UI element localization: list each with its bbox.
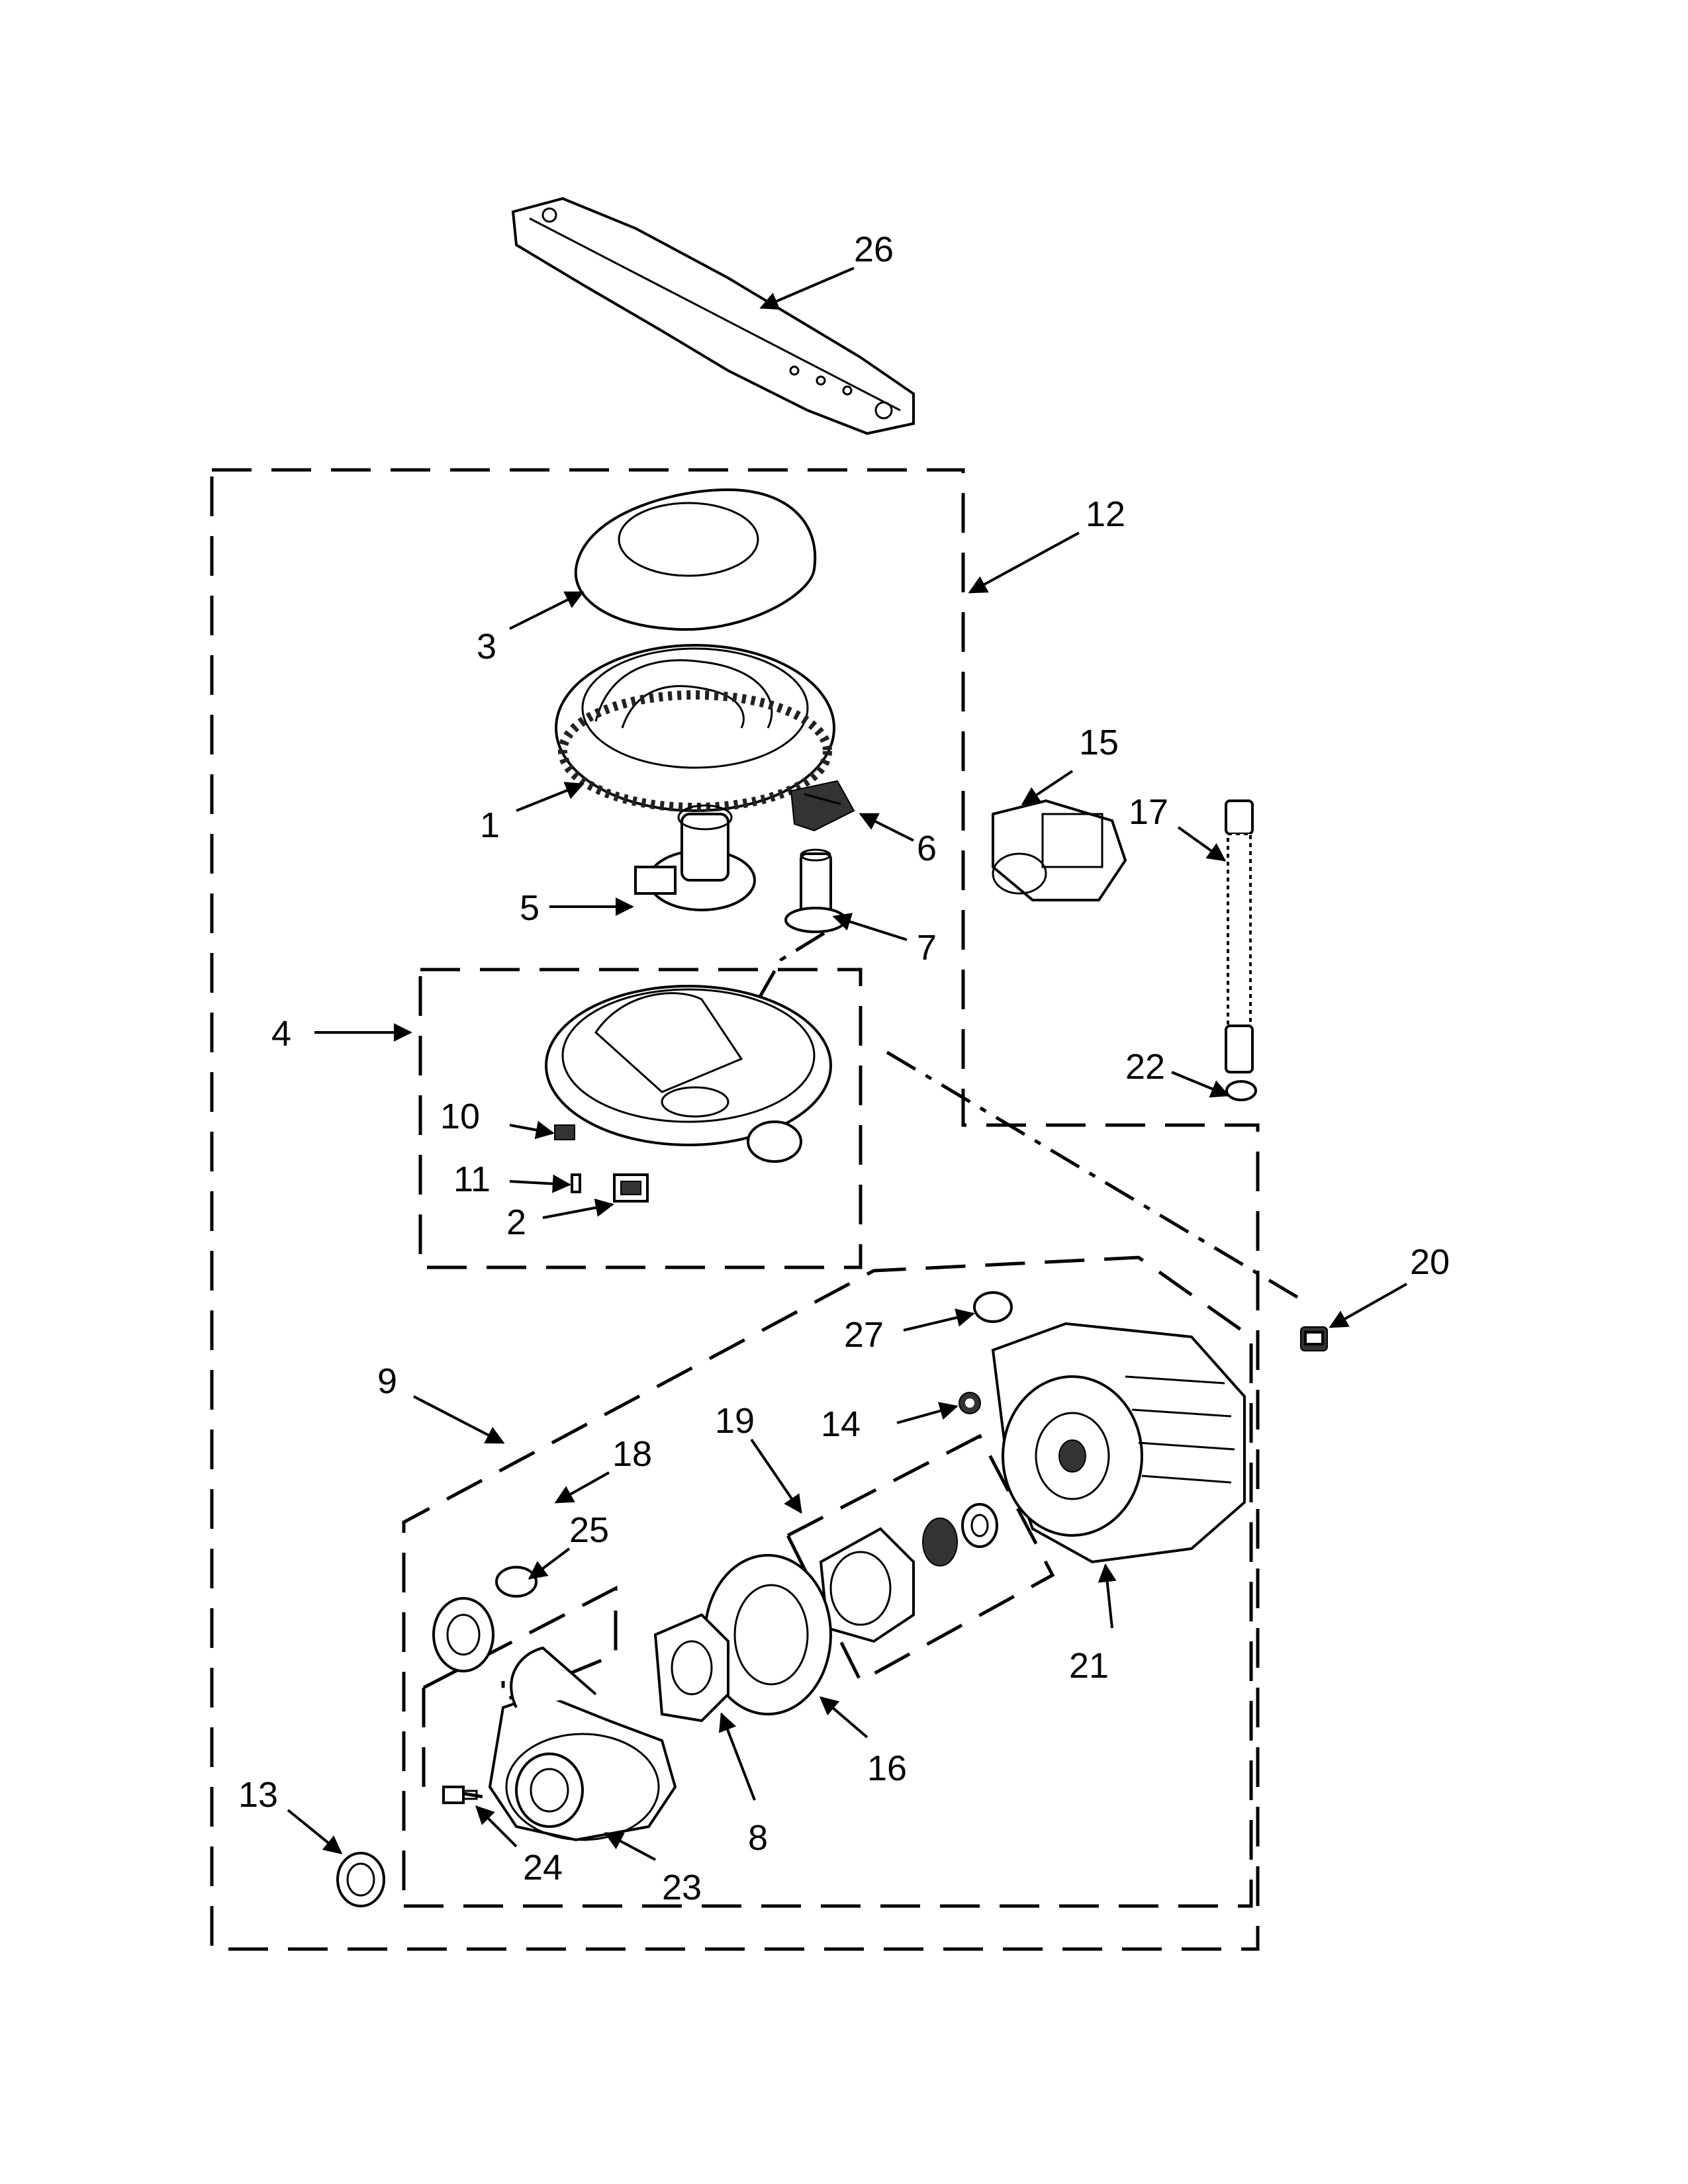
callout-14: 14 [821,1404,861,1444]
turbidity-sensor [790,780,855,832]
callout-13: 13 [238,1775,278,1815]
callout-7: 7 [917,928,937,968]
callout-23: 23 [662,1868,702,1907]
callout-15: 15 [1079,723,1119,762]
thermistor-connector [613,1173,649,1203]
callout-1: 1 [480,805,500,845]
screw-small [571,1173,581,1193]
housing-screw [442,1786,478,1804]
inlet-hose-18 [432,1597,494,1672]
callout-2: 2 [506,1203,526,1242]
callout-11: 11 [453,1160,491,1199]
callout-9: 9 [377,1361,397,1401]
impeller-kit [819,1503,998,1643]
sump [545,985,832,1163]
lower-spray-arm [511,197,915,435]
drain-hose [1225,799,1254,1073]
callout-25: 25 [569,1510,609,1550]
callout-6: 6 [917,829,937,868]
callout-19: 19 [715,1401,755,1441]
callout-26: 26 [854,230,894,269]
callout-5: 5 [520,888,539,928]
filter [555,644,835,812]
callout-20: 20 [1410,1242,1450,1282]
callout-4: 4 [271,1014,291,1054]
callout-21: 21 [1069,1646,1109,1686]
pump-housing [488,1646,677,1842]
wire-harness-line [886,1050,1299,1299]
callout-24: 24 [523,1848,563,1888]
callout-10: 10 [440,1097,480,1136]
callout-22: 22 [1125,1047,1165,1087]
o-ring [973,1291,1013,1323]
wire-connector [1300,1326,1328,1351]
callout-8: 8 [748,1818,768,1858]
circulation-pump-motor [991,1322,1246,1564]
sensor-holder [784,848,847,933]
assembly-12-boundary [210,468,1260,1951]
callout-16: 16 [867,1749,907,1788]
sump-clip [554,1124,575,1140]
callout-labels: 26 12 3 1 6 15 17 5 7 22 4 10 11 2 20 27… [238,230,1450,1907]
leader-lines [287,267,1407,1861]
impeller [653,1613,729,1723]
drain-pump [992,799,1127,901]
assembly-19-boundary [785,1433,1055,1684]
hose-clamp [1225,1080,1257,1101]
callout-12: 12 [1086,494,1125,534]
callout-17: 17 [1129,792,1168,832]
callout-3: 3 [477,627,496,666]
assembly-4-boundary [418,968,863,1269]
hose-clamp-25 [495,1566,538,1598]
callout-27: 27 [844,1315,884,1355]
filter-cover [574,488,817,631]
sensor-wire-line [753,931,825,1007]
assembly-9-boundary [402,1255,1253,1908]
chopper-assembly [634,804,756,911]
seal-nut [959,1392,981,1414]
seal [336,1852,385,1907]
callout-18: 18 [612,1434,652,1474]
